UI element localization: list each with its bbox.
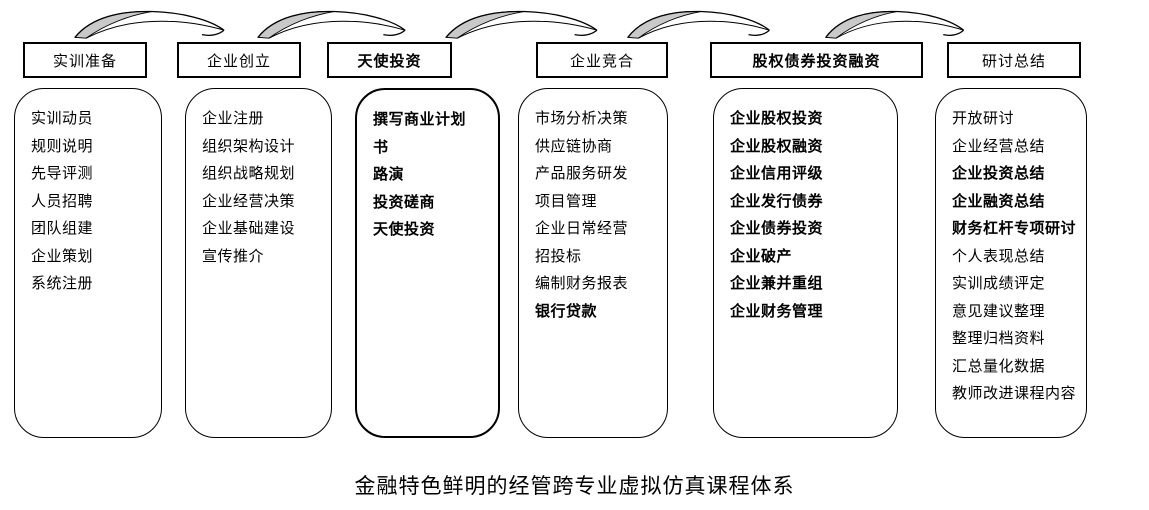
figure-caption: 金融特色鲜明的经管跨专业虚拟仿真课程体系: [354, 474, 795, 498]
stage-box-6: 开放研讨企业经营总结企业投资总结企业融资总结财务杠杆专项研讨个人表现总结实训成绩…: [935, 88, 1087, 438]
stage-box-1: 实训动员规则说明先导评测人员招聘团队组建企业策划系统注册: [14, 88, 162, 438]
list-item: 先导评测: [31, 165, 94, 182]
list-item: 企业股权融资: [730, 137, 824, 155]
list-item: 系统注册: [31, 275, 94, 292]
list-item: 供应链协商: [535, 137, 613, 155]
list-item: 企业经营决策: [202, 192, 296, 210]
list-item: 企业投资总结: [952, 165, 1046, 182]
stage-box-4: 市场分析决策供应链协商产品服务研发项目管理企业日常经营招投标编制财务报表银行贷款: [518, 88, 668, 438]
stage-box-3: 撰写商业计划书路演投资磋商天使投资: [355, 88, 500, 438]
stage-box-5: 企业股权投资企业股权融资企业信用评级企业发行债券企业债券投资企业破产企业兼并重组…: [713, 88, 898, 438]
list-item: 编制财务报表: [535, 275, 629, 292]
stage-header-2: 企业创立: [177, 42, 301, 78]
list-item: 企业股权投资: [730, 110, 824, 127]
stage-header-4: 企业竞合: [536, 42, 668, 78]
stage-item-list: 撰写商业计划书路演投资磋商天使投资: [373, 106, 468, 244]
list-item: 团队组建: [31, 220, 94, 237]
stage-item-list: 企业股权投资企业股权融资企业信用评级企业发行债券企业债券投资企业破产企业兼并重组…: [730, 105, 891, 325]
list-item: 企业基础建设: [202, 220, 296, 237]
flow-arrow-icon: [824, 10, 965, 39]
flow-arrow-icon: [257, 10, 406, 39]
list-item: 招投标: [535, 247, 582, 265]
list-item: 个人表现总结: [952, 247, 1046, 265]
list-item: 整理归档资料: [952, 330, 1046, 347]
list-item: 项目管理: [535, 192, 598, 210]
list-item: 人员招聘: [31, 192, 94, 210]
list-item: 天使投资: [373, 221, 436, 238]
stage-header-5: 股权债券投资融资: [710, 42, 923, 78]
list-item: 意见建议整理: [952, 302, 1046, 320]
flow-arrow-icon: [445, 10, 598, 39]
stage-item-list: 开放研讨企业经营总结企业投资总结企业融资总结财务杠杆专项研讨个人表现总结实训成绩…: [952, 105, 1080, 408]
list-item: 撰写商业计划书: [373, 111, 467, 156]
list-item: 组织战略规划: [202, 165, 296, 182]
list-item: 企业破产: [730, 247, 793, 265]
list-item: 企业策划: [31, 247, 94, 265]
list-item: 宣传推介: [202, 247, 265, 265]
flow-arrow-icon: [626, 10, 770, 39]
list-item: 教师改进课程内容: [952, 385, 1077, 402]
stage-header-6: 研讨总结: [947, 42, 1081, 78]
list-item: 企业经营总结: [952, 137, 1046, 155]
stage-box-2: 企业注册组织架构设计组织战略规划企业经营决策企业基础建设宣传推介: [185, 88, 332, 438]
list-item: 企业兼并重组: [730, 275, 824, 292]
stage-item-list: 实训动员规则说明先导评测人员招聘团队组建企业策划系统注册: [31, 105, 155, 298]
list-item: 企业注册: [202, 110, 265, 127]
list-item: 汇总量化数据: [952, 357, 1046, 375]
stage-header-1: 实训准备: [23, 42, 147, 78]
list-item: 实训动员: [31, 110, 94, 127]
list-item: 企业债券投资: [730, 220, 824, 237]
stage-item-list: 市场分析决策供应链协商产品服务研发项目管理企业日常经营招投标编制财务报表银行贷款: [535, 105, 661, 325]
list-item: 规则说明: [31, 137, 94, 155]
list-item: 路演: [373, 166, 405, 183]
list-item: 企业信用评级: [730, 165, 824, 182]
stage-header-3: 天使投资: [327, 42, 452, 78]
list-item: 实训成绩评定: [952, 275, 1046, 292]
list-item: 企业融资总结: [952, 192, 1046, 210]
list-item: 市场分析决策: [535, 110, 629, 127]
flow-arrow-icon: [74, 10, 225, 39]
stage-item-list: 企业注册组织架构设计组织战略规划企业经营决策企业基础建设宣传推介: [202, 105, 325, 270]
list-item: 组织架构设计: [202, 137, 296, 155]
list-item: 银行贷款: [535, 302, 598, 320]
list-item: 投资磋商: [373, 193, 436, 211]
list-item: 产品服务研发: [535, 165, 629, 182]
list-item: 开放研讨: [952, 110, 1015, 127]
list-item: 企业发行债券: [730, 192, 824, 210]
list-item: 企业财务管理: [730, 302, 824, 320]
list-item: 企业日常经营: [535, 220, 629, 237]
list-item: 财务杠杆专项研讨: [952, 220, 1077, 237]
